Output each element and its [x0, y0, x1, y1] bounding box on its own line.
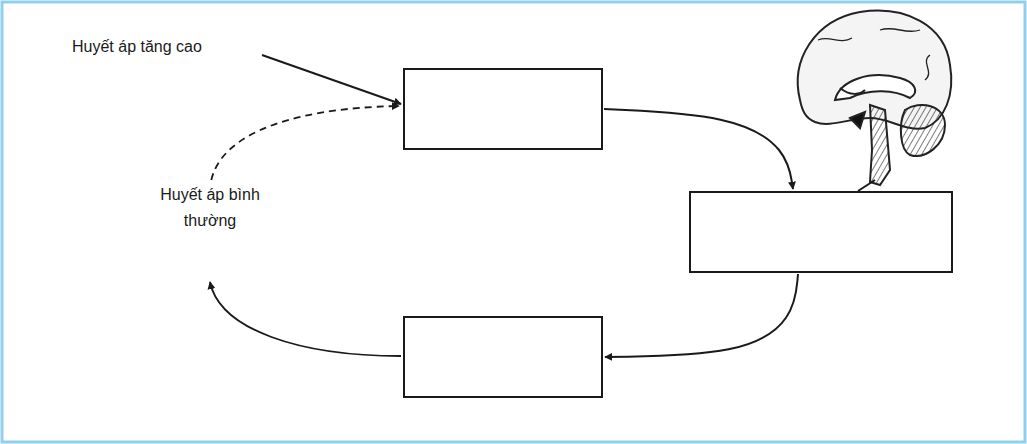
process-box: [403, 68, 603, 150]
leader-line: [858, 180, 875, 191]
flow-arrow: [605, 274, 798, 357]
process-box: [403, 316, 603, 398]
flow-label: Huyết áp bình thường: [148, 182, 272, 234]
flow-arrow: [604, 109, 793, 189]
flow-label: Huyết áp tăng cao: [70, 38, 204, 56]
input-arrow: [262, 55, 401, 104]
brain-illustration: [798, 11, 951, 185]
return-arrow: [210, 282, 401, 356]
feedback-arrow: [210, 106, 399, 192]
process-box: [689, 191, 953, 273]
